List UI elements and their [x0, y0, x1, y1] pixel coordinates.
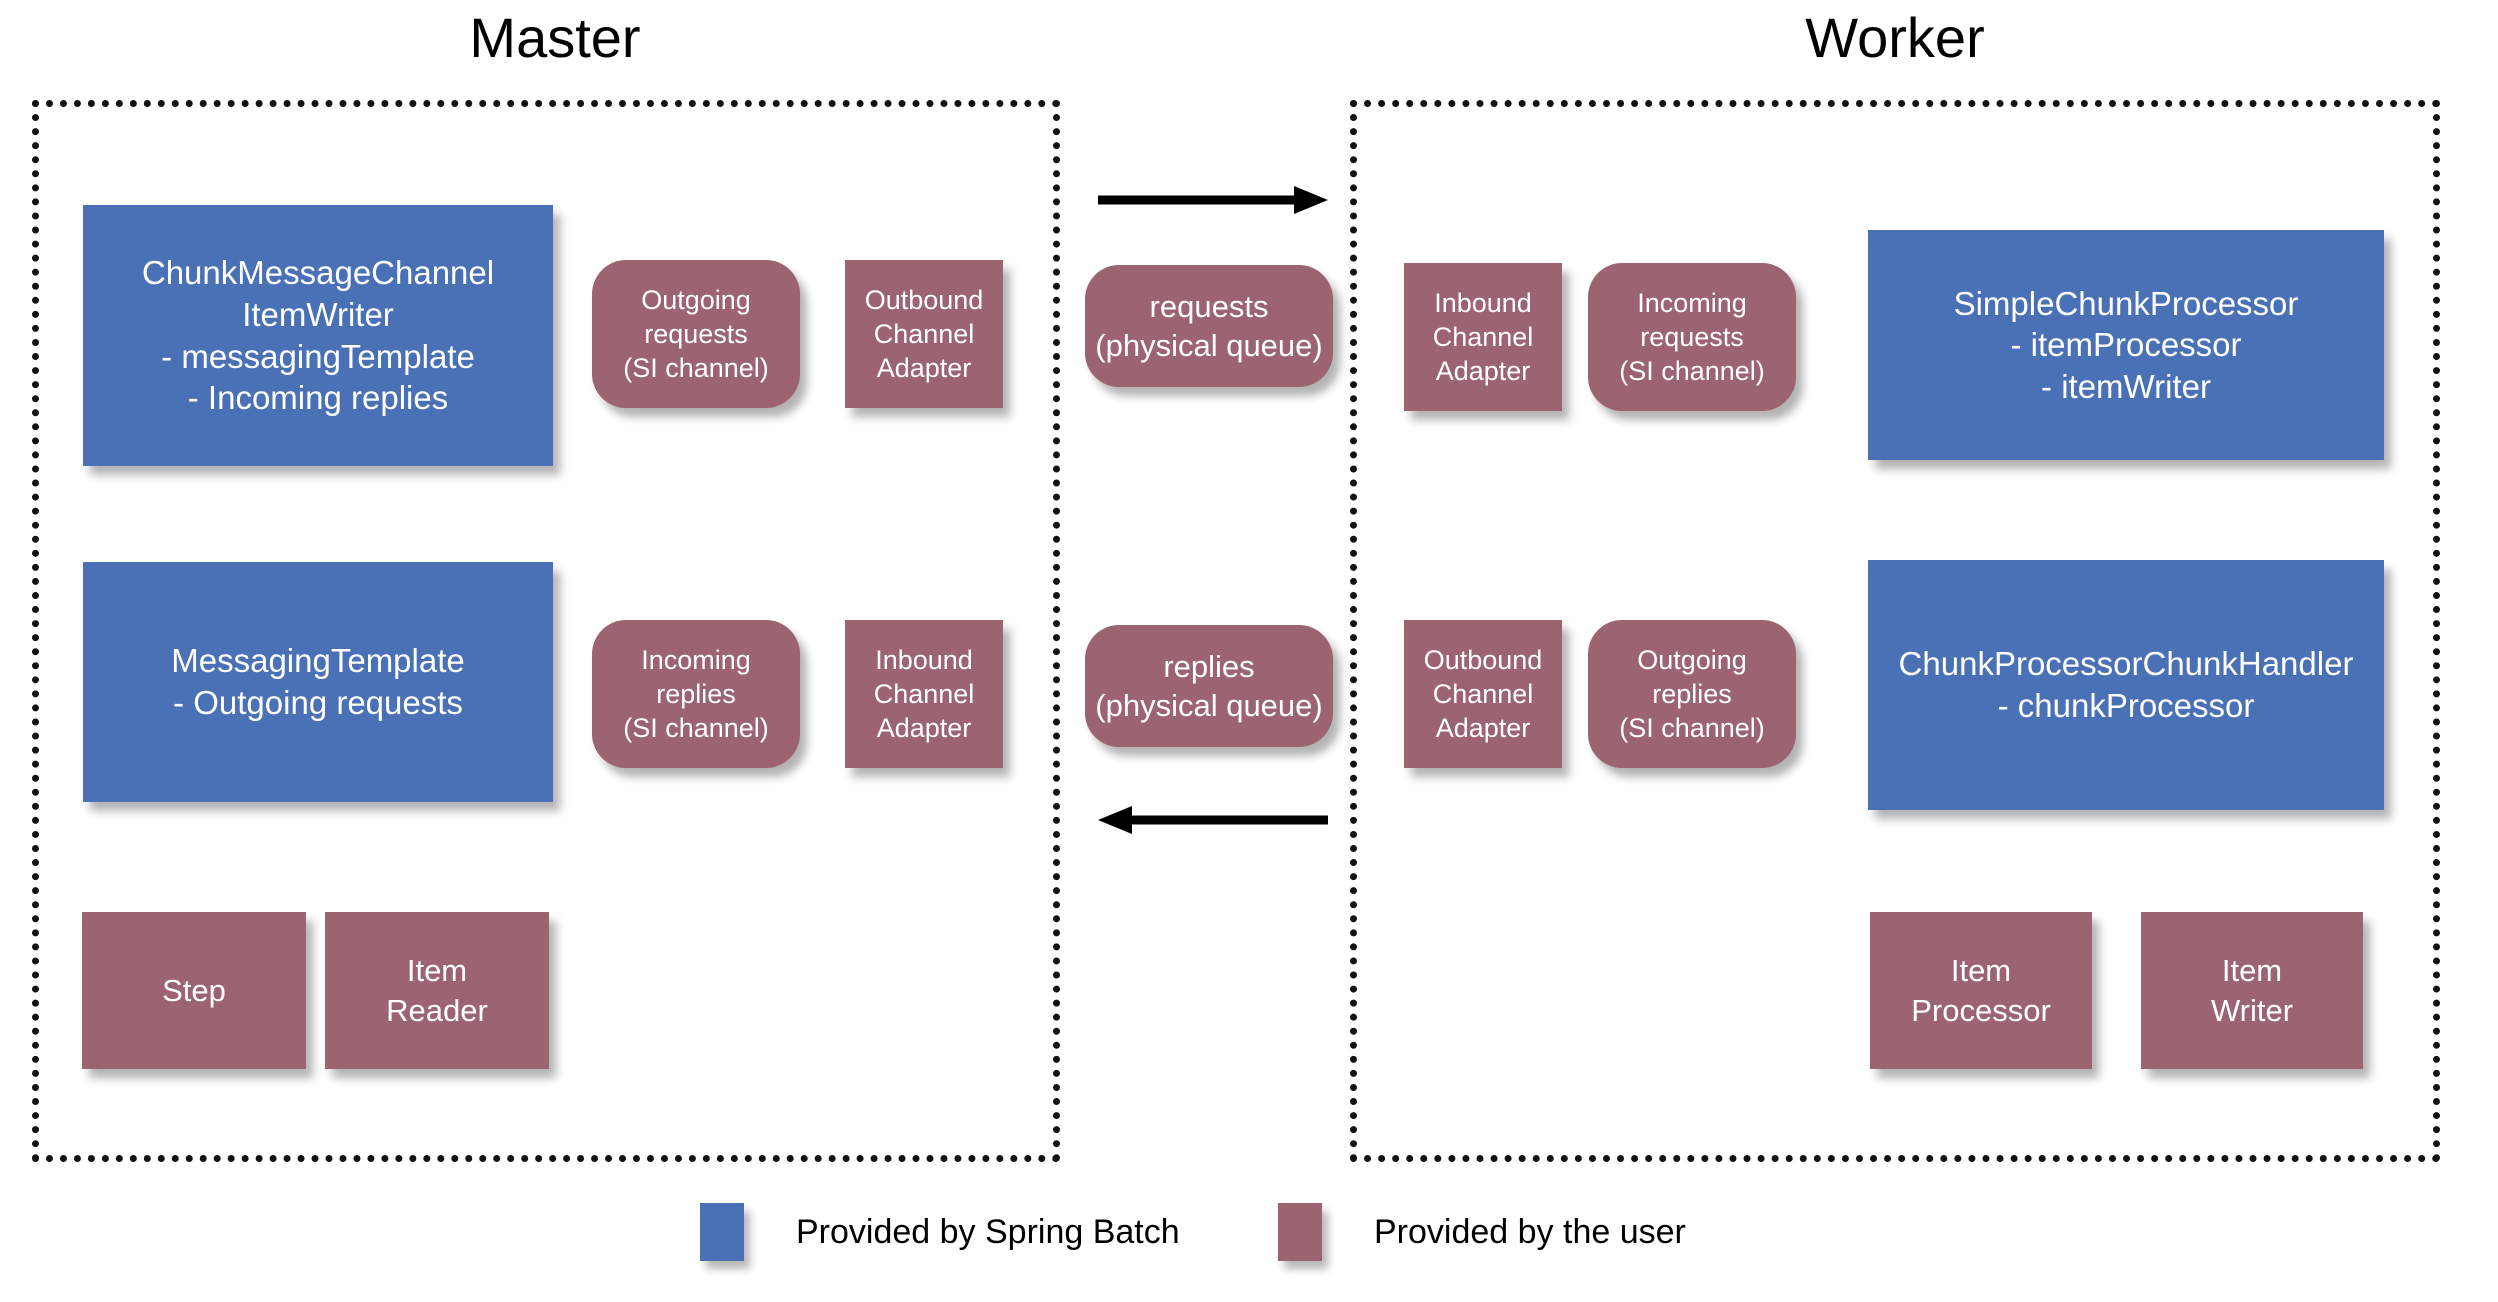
- worker-box-inbound-channel-adapter[interactable]: Inbound Channel Adapter: [1404, 263, 1562, 411]
- worker-box-incoming-requests-si-channel[interactable]: Incoming requests (SI channel): [1588, 263, 1796, 411]
- master-box-inbound-channel-adapter[interactable]: Inbound Channel Adapter: [845, 620, 1003, 768]
- master-box-item-reader[interactable]: Item Reader: [325, 912, 549, 1069]
- queue-label: replies (physical queue): [1095, 648, 1323, 723]
- legend-item-user: Provided by the user: [1278, 1203, 1686, 1261]
- panel-master: [32, 100, 1060, 1162]
- worker-box-outgoing-replies-si-channel[interactable]: Outgoing replies (SI channel): [1588, 620, 1796, 768]
- master-box-label: MessagingTemplate - Outgoing requests: [171, 642, 465, 721]
- master-box-label: Inbound Channel Adapter: [873, 644, 975, 743]
- master-box-outbound-channel-adapter[interactable]: Outbound Channel Adapter: [845, 260, 1003, 408]
- legend-item-spring-batch: Provided by Spring Batch: [700, 1203, 1180, 1261]
- legend-swatch-red: [1278, 1203, 1322, 1261]
- master-box-chunk-message-channel-item-writer[interactable]: ChunkMessageChannel ItemWriter - messagi…: [83, 205, 553, 466]
- worker-box-chunk-processor-chunk-handler[interactable]: ChunkProcessorChunkHandler - chunkProces…: [1868, 560, 2384, 810]
- worker-box-label: Inbound Channel Adapter: [1432, 287, 1534, 386]
- master-box-label: Outbound Channel Adapter: [864, 284, 984, 383]
- worker-box-label: Incoming requests (SI channel): [1619, 287, 1765, 386]
- worker-box-label: Item Processor: [1911, 953, 2051, 1028]
- master-box-step[interactable]: Step: [82, 912, 306, 1069]
- queue-requests-physical[interactable]: requests (physical queue): [1085, 265, 1333, 387]
- legend-swatch-blue: [700, 1203, 744, 1261]
- arrow-master-to-worker-icon: [1098, 185, 1328, 215]
- legend: Provided by Spring Batch Provided by the…: [700, 1195, 1800, 1285]
- legend-label-spring-batch: Provided by Spring Batch: [796, 1212, 1180, 1251]
- queue-replies-physical[interactable]: replies (physical queue): [1085, 625, 1333, 747]
- worker-box-label: Outgoing replies (SI channel): [1619, 644, 1765, 743]
- master-box-messaging-template[interactable]: MessagingTemplate - Outgoing requests: [83, 562, 553, 802]
- panel-worker: [1350, 100, 2440, 1162]
- arrow-worker-to-master-icon: [1098, 805, 1328, 835]
- master-box-label: Item Reader: [386, 953, 488, 1028]
- master-box-outgoing-requests-si-channel[interactable]: Outgoing requests (SI channel): [592, 260, 800, 408]
- worker-box-outbound-channel-adapter[interactable]: Outbound Channel Adapter: [1404, 620, 1562, 768]
- worker-box-item-processor[interactable]: Item Processor: [1870, 912, 2092, 1069]
- master-box-incoming-replies-si-channel[interactable]: Incoming replies (SI channel): [592, 620, 800, 768]
- master-box-label: Incoming replies (SI channel): [623, 644, 769, 743]
- worker-box-label: SimpleChunkProcessor - itemProcessor - i…: [1953, 284, 2299, 405]
- worker-box-label: ChunkProcessorChunkHandler - chunkProces…: [1898, 645, 2354, 724]
- page-title-master: Master: [469, 6, 641, 69]
- master-box-label: ChunkMessageChannel ItemWriter - messagi…: [141, 254, 495, 417]
- worker-box-simple-chunk-processor[interactable]: SimpleChunkProcessor - itemProcessor - i…: [1868, 230, 2384, 460]
- page-title-worker: Worker: [1805, 6, 1985, 69]
- worker-box-label: Item Writer: [2210, 953, 2294, 1028]
- legend-label-user: Provided by the user: [1374, 1212, 1686, 1251]
- queue-label: requests (physical queue): [1095, 288, 1323, 363]
- worker-box-label: Outbound Channel Adapter: [1423, 644, 1543, 743]
- worker-box-item-writer[interactable]: Item Writer: [2141, 912, 2363, 1069]
- master-box-label: Step: [162, 972, 226, 1008]
- master-box-label: Outgoing requests (SI channel): [623, 284, 769, 383]
